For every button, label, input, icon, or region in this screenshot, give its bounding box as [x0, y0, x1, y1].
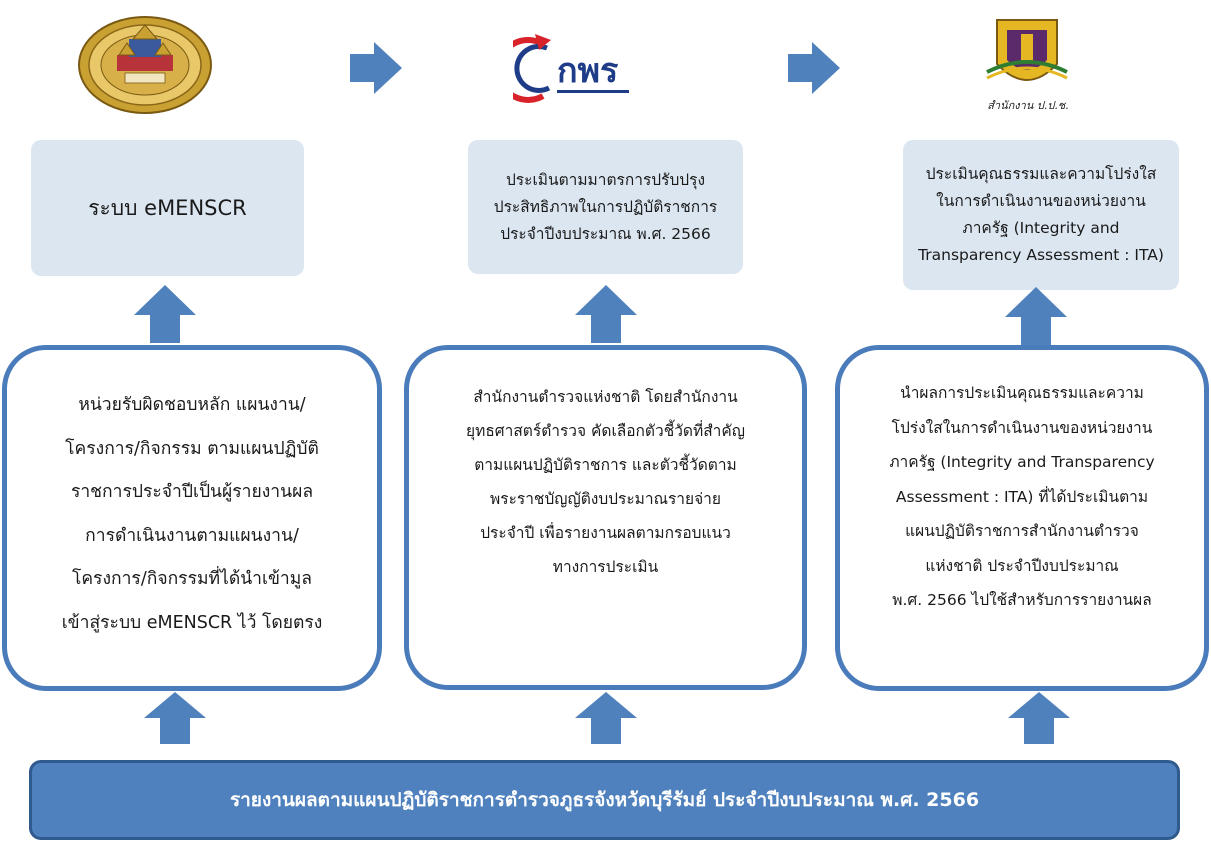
box-text-line: หน่วยรับผิดชอบหลัก แผนงาน/ — [78, 395, 306, 415]
box-text-line: โครงการ/กิจกรรมที่ได้นำเข้ามูล — [71, 569, 313, 589]
emenscr-system-box: ระบบ eMENSCR — [31, 140, 304, 276]
box-text-line: ยุทธศาสตร์ตำรวจ คัดเลือกตัวชี้วัดที่สำคั… — [466, 422, 745, 440]
up-arrow-icon — [575, 692, 637, 744]
right-arrow-icon — [788, 42, 840, 94]
box-text-line: โครงการ/กิจกรรม ตามแผนปฏิบัติ — [65, 438, 319, 459]
ita-assessment-box: ประเมินคุณธรรมและความโปร่งใส ในการดำเนิน… — [903, 140, 1179, 290]
up-arrow-icon — [144, 692, 206, 744]
box-text-line: นำผลการประเมินคุณธรรมและความ — [900, 384, 1144, 402]
opdc-wordmark: กพร — [557, 51, 619, 91]
up-arrow-icon — [134, 285, 196, 343]
box-text-line: สำนักงานตำรวจแห่งชาติ โดยสำนักงาน — [473, 388, 738, 406]
box-text-line: โปร่งใสในการดำเนินงานของหน่วยงาน — [891, 418, 1153, 437]
report-title-bar: รายงานผลตามแผนปฏิบัติราชการตำรวจภูธรจังห… — [29, 760, 1180, 840]
up-arrow-icon — [575, 285, 637, 343]
opdc-assessment-box: ประเมินตามมาตรการปรับปรุง ประสิทธิภาพในก… — [468, 140, 743, 274]
box-text-line: ราชการประจำปีเป็นผู้รายงานผล — [70, 482, 314, 502]
thai-emblem-seal-icon — [78, 16, 212, 114]
ita-results-box: นำผลการประเมินคุณธรรมและความ โปร่งใสในกา… — [835, 345, 1209, 691]
nacc-emblem-icon — [986, 19, 1068, 81]
nacc-caption: สำนักงาน ป.ป.ช. — [987, 99, 1069, 112]
police-strategy-box: สำนักงานตำรวจแห่งชาติ โดยสำนักงาน ยุทธศา… — [404, 345, 807, 690]
top-box-line: ประจำปีงบประมาณ พ.ศ. 2566 — [500, 224, 711, 243]
top-box-line: ประเมินคุณธรรมและความโปร่งใส — [925, 165, 1157, 183]
box-text-line: เข้าสู่ระบบ eMENSCR ไว้ โดยตรง — [61, 612, 323, 633]
responsible-unit-box: หน่วยรับผิดชอบหลัก แผนงาน/ โครงการ/กิจกร… — [2, 345, 382, 691]
box-text-line: พระราชบัญญัติงบประมาณรายจ่าย — [490, 490, 721, 508]
box-text-line: ตามแผนปฏิบัติราชการ และตัวชี้วัดตาม — [474, 456, 737, 474]
box-text-line: ภาครัฐ (Integrity and Transparency — [889, 453, 1155, 471]
box-text-line: ทางการประเมิน — [552, 558, 659, 576]
up-arrow-icon — [1005, 287, 1067, 345]
report-title: รายงานผลตามแผนปฏิบัติราชการตำรวจภูธรจังห… — [229, 789, 980, 811]
top-box-line: ประสิทธิภาพในการปฏิบัติราชการ — [493, 197, 718, 216]
box-text-line: การดำเนินงานตามแผนงาน/ — [85, 525, 299, 546]
top-box-line: ประเมินตามมาตรการปรับปรุง — [505, 170, 706, 189]
right-arrow-icon — [350, 42, 402, 94]
up-arrow-icon — [1008, 692, 1070, 744]
box-text-line: แห่งชาติ ประจำปีงบประมาณ — [925, 556, 1119, 575]
top-box-label: ระบบ eMENSCR — [88, 195, 247, 220]
box-text-line: พ.ศ. 2566 ไปใช้สำหรับการรายงานผล — [892, 591, 1152, 609]
top-box-line: ในการดำเนินงานของหน่วยงาน — [936, 192, 1146, 210]
top-box-line: ภาครัฐ (Integrity and — [962, 219, 1120, 237]
opdc-logo-icon: กพร — [513, 34, 629, 103]
box-text-line: แผนปฏิบัติราชการสำนักงานตำรวจ — [905, 522, 1139, 540]
box-text-line: ประจำปี เพื่อรายงานผลตามกรอบแนว — [480, 524, 731, 542]
top-box-line: Transparency Assessment : ITA) — [918, 246, 1164, 264]
box-text-line: Assessment : ITA) ที่ได้ประเมินตาม — [895, 487, 1149, 506]
